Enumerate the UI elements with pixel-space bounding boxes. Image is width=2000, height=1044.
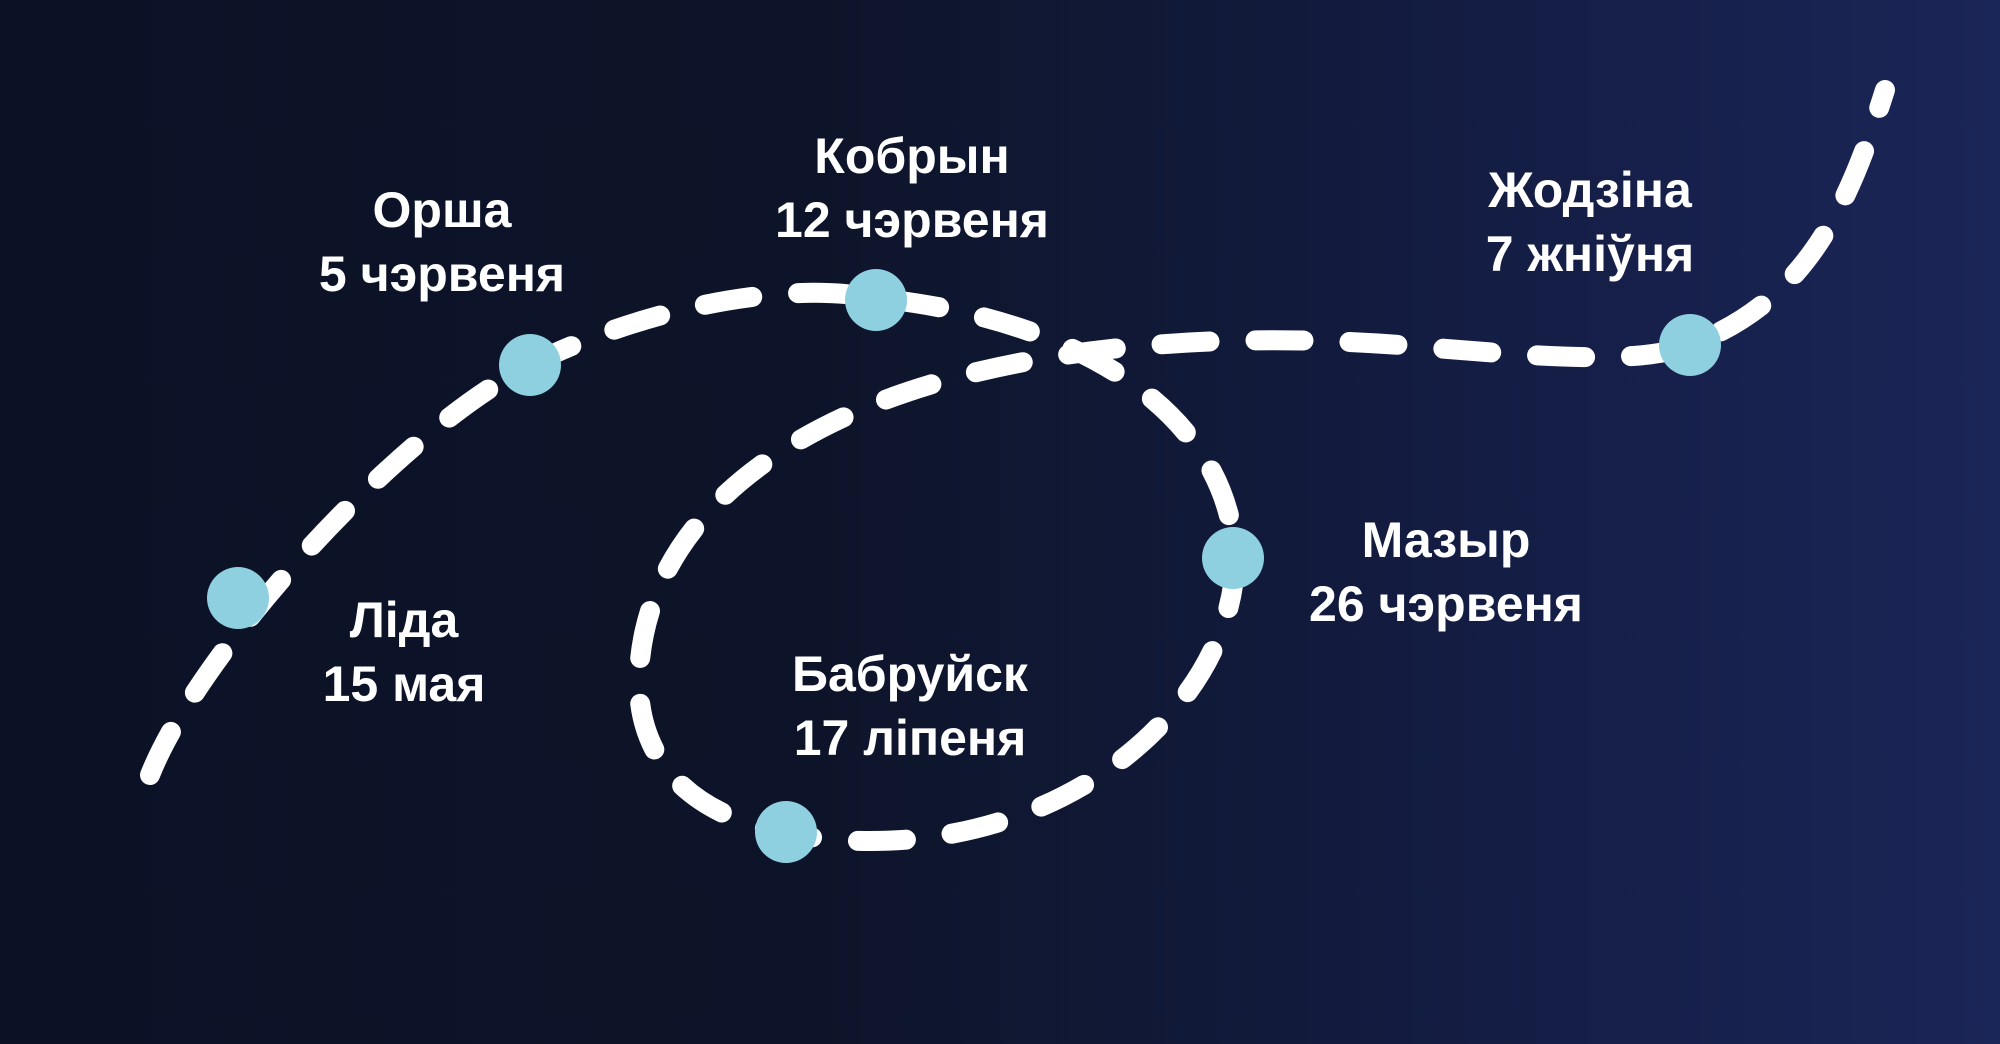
- stop-label-kobryn: Кобрын 12 чэрвеня: [775, 124, 1049, 252]
- stop-city: Ліда: [349, 592, 459, 648]
- stop-marker-lida[interactable]: [207, 567, 269, 629]
- stop-date: 17 ліпеня: [793, 710, 1027, 766]
- stop-date: 12 чэрвеня: [775, 192, 1049, 248]
- stop-label-zhodzina: Жодзіна 7 жніўня: [1486, 158, 1694, 286]
- stop-marker-babruisk[interactable]: [755, 801, 817, 863]
- stop-date: 15 мая: [322, 656, 486, 712]
- stop-label-lida: Ліда 15 мая: [323, 588, 486, 716]
- stop-date: 26 чэрвеня: [1309, 576, 1583, 632]
- stop-date: 7 жніўня: [1485, 226, 1695, 282]
- stop-date: 5 чэрвеня: [318, 246, 566, 302]
- stop-marker-mazyr[interactable]: [1202, 527, 1264, 589]
- stop-city: Бабруйск: [792, 646, 1028, 702]
- stop-marker-zhodzina[interactable]: [1659, 314, 1721, 376]
- stop-label-mazyr: Мазыр 26 чэрвеня: [1309, 508, 1583, 636]
- stop-city: Кобрын: [814, 128, 1010, 184]
- stop-label-orsha: Орша 5 чэрвеня: [319, 178, 565, 306]
- stop-city: Жодзіна: [1488, 162, 1692, 218]
- stop-city: Мазыр: [1361, 512, 1531, 568]
- stop-marker-orsha[interactable]: [499, 334, 561, 396]
- stop-label-babruisk: Бабруйск 17 ліпеня: [792, 642, 1028, 770]
- stop-city: Орша: [372, 182, 512, 238]
- stop-marker-kobryn[interactable]: [845, 269, 907, 331]
